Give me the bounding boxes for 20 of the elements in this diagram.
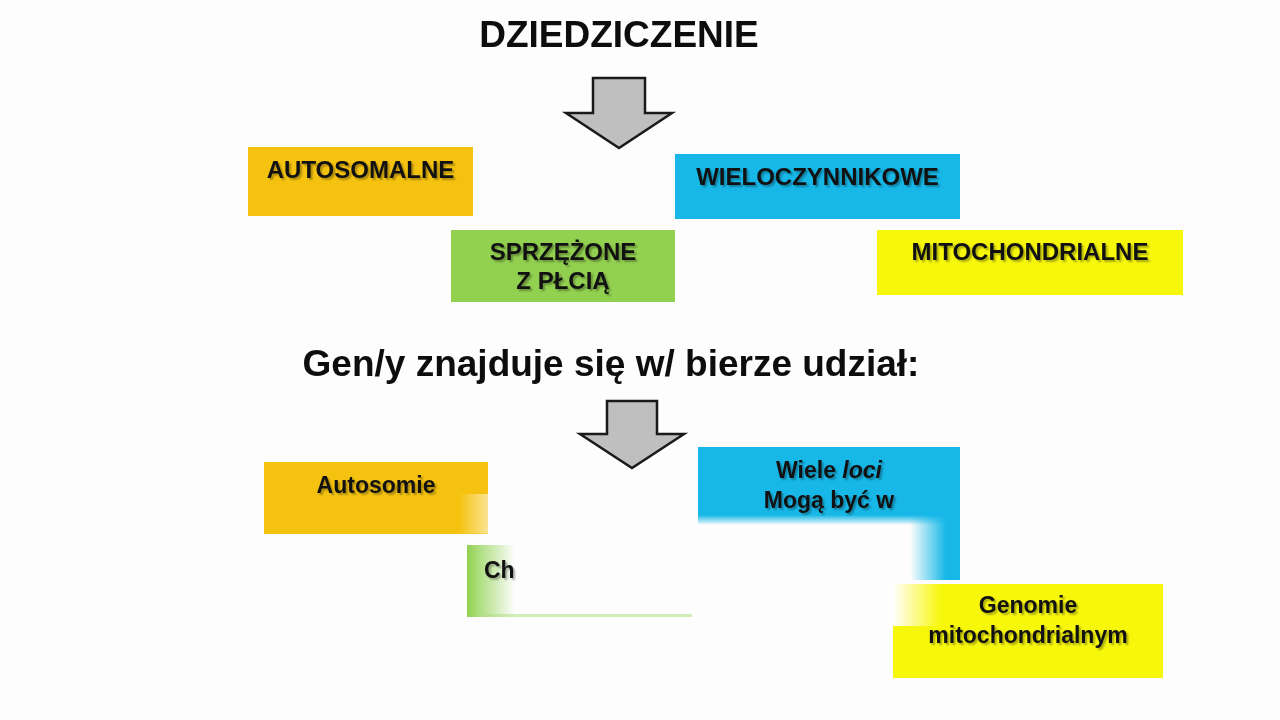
box-label: SPRZĘŻONE Z PŁCIĄ bbox=[488, 237, 638, 295]
box-label: Wiele loci bbox=[775, 456, 884, 485]
category-box bbox=[264, 462, 488, 534]
category-box bbox=[698, 447, 960, 580]
box-label: WIELOCZYNNIKOWE bbox=[695, 162, 940, 192]
box-label: Ch bbox=[484, 556, 516, 585]
category-box bbox=[248, 147, 473, 216]
block-arrow bbox=[561, 76, 677, 150]
category-box bbox=[451, 230, 675, 302]
box-label: Autosomie bbox=[315, 471, 437, 500]
category-box bbox=[675, 154, 960, 219]
heading-text: DZIEDZICZENIE bbox=[479, 12, 759, 58]
heading-text: Gen/y znajduje się w/ bierze udział: bbox=[302, 341, 920, 387]
category-box bbox=[877, 230, 1183, 295]
box-label: Genomie mitochondrialnym bbox=[927, 591, 1129, 650]
box-label: Mogą być w bbox=[762, 486, 896, 515]
block-arrow bbox=[575, 399, 689, 470]
box-label: AUTOSOMALNE bbox=[265, 155, 456, 185]
box-label: MITOCHONDRIALNE bbox=[910, 237, 1150, 267]
category-box bbox=[893, 584, 1163, 678]
